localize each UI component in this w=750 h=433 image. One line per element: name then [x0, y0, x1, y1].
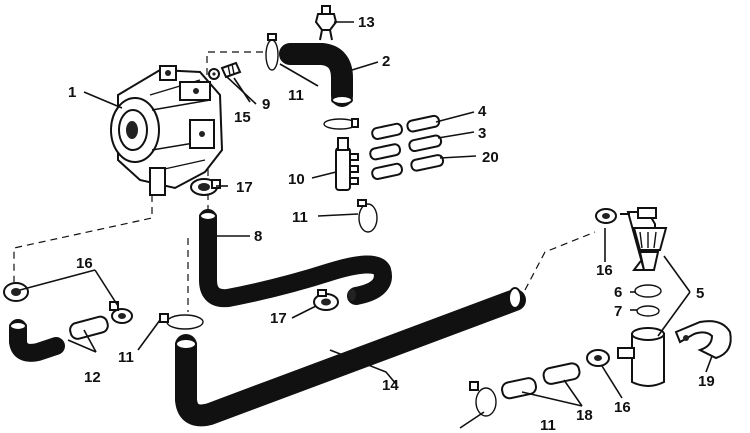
hose-clamp-icon — [469, 381, 497, 417]
hose-clamp-icon — [265, 33, 279, 71]
callouts: 1 2 3 4 5 6 7 8 9 10 11 11 11 11 12 13 1… — [68, 14, 715, 433]
callout-11-bottom: 11 — [540, 417, 556, 433]
callout-11-top: 11 — [288, 87, 304, 104]
hose-clamp-icon — [159, 313, 204, 330]
hose-clamp-icon — [313, 289, 339, 311]
callout-10: 10 — [288, 171, 305, 188]
callout-11-middle: 11 — [292, 209, 308, 226]
callout-18: 18 — [576, 407, 593, 424]
short-hoses-icon — [501, 362, 581, 400]
hose-clamp-icon — [586, 349, 610, 367]
bracket-icon — [674, 320, 732, 360]
callout-9: 9 — [262, 96, 270, 113]
leader-lines — [19, 21, 713, 429]
callout-16-right: 16 — [596, 262, 613, 279]
callout-4: 4 — [478, 103, 487, 120]
o-ring-icon — [634, 284, 662, 298]
hose-clamp-icon — [109, 301, 133, 324]
callout-19: 19 — [698, 373, 715, 390]
callout-15: 15 — [234, 109, 251, 126]
short-hose-icon — [69, 315, 109, 340]
callout-12: 12 — [84, 369, 101, 386]
hose-clamp-icon — [323, 118, 359, 130]
callout-6: 6 — [614, 284, 622, 301]
callout-7: 7 — [614, 303, 622, 320]
callout-20: 20 — [482, 149, 499, 166]
callout-13: 13 — [358, 14, 375, 31]
callout-1: 1 — [68, 84, 76, 101]
fuel-filter-icon — [620, 207, 668, 271]
callout-2: 2 — [382, 53, 390, 70]
hose-clamp-icon — [3, 282, 29, 302]
callout-17-top: 17 — [236, 179, 253, 196]
callout-3: 3 — [478, 125, 486, 142]
callout-8: 8 — [254, 228, 262, 245]
long-fuel-hose-icon — [199, 209, 392, 308]
hose-clamp-icon — [357, 199, 378, 233]
screw-icon — [220, 61, 242, 79]
filter-bowl-icon — [617, 327, 665, 387]
hose-clamp-icon — [190, 178, 221, 196]
o-ring-icon — [636, 305, 660, 317]
callout-16-bottom: 16 — [614, 399, 631, 416]
callout-14: 14 — [382, 377, 399, 394]
callout-11-left: 11 — [118, 349, 134, 366]
fuel-manifold-icon — [335, 137, 359, 191]
elbow-hose-icon — [9, 319, 65, 362]
callout-5: 5 — [696, 285, 704, 302]
fitting-icon — [314, 5, 338, 41]
short-hoses-icon — [369, 114, 445, 180]
washer-icon — [208, 68, 220, 80]
hose-clamp-icon — [595, 208, 617, 224]
elbow-hose-icon — [279, 43, 353, 107]
main-fuel-hose-icon — [175, 287, 526, 427]
callout-16-left: 16 — [76, 255, 93, 272]
callout-17-bottom: 17 — [270, 310, 287, 327]
fuel-pump-icon — [110, 65, 224, 196]
